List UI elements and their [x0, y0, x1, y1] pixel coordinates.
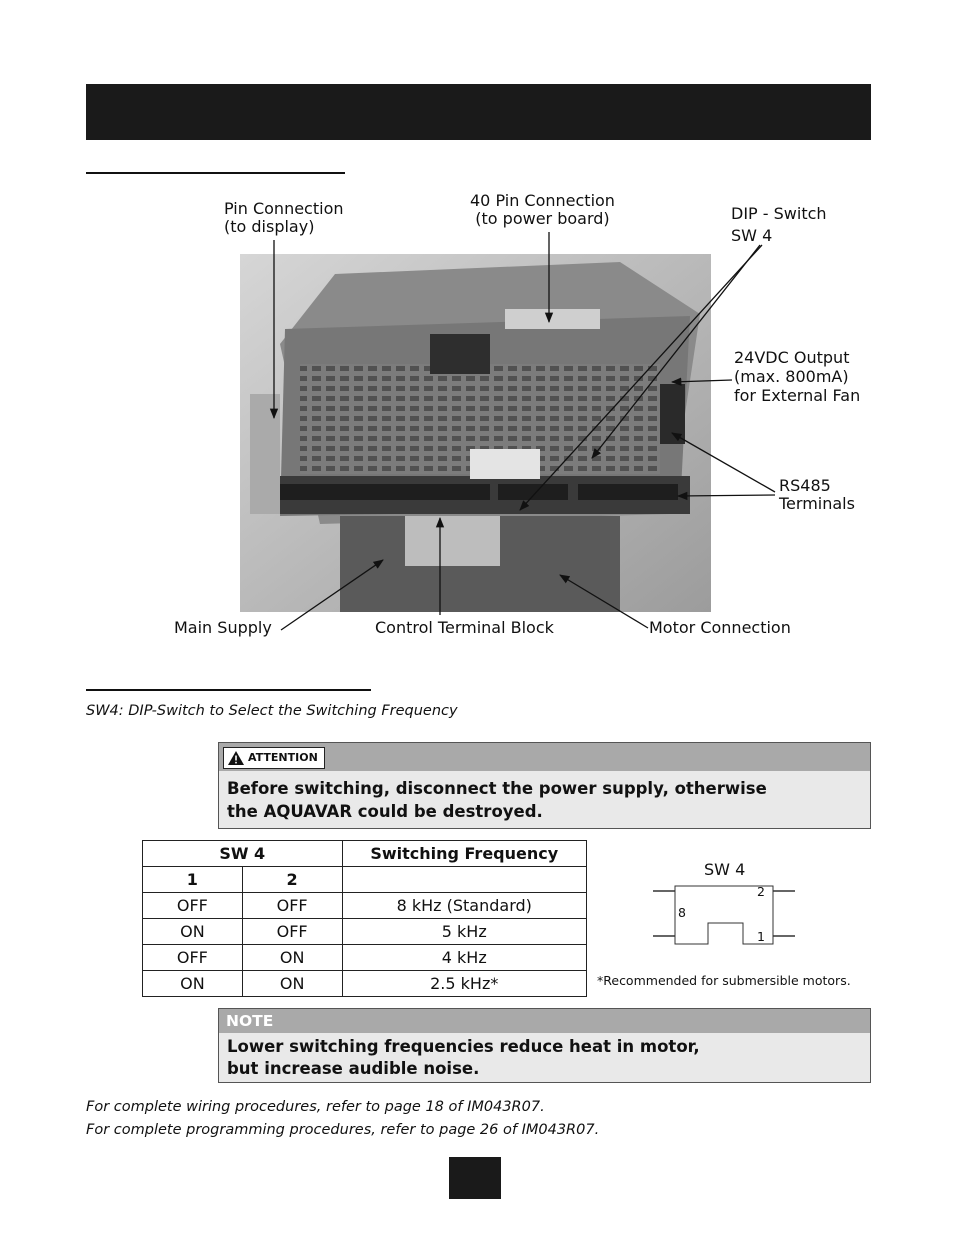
- label-rs485: RS485 Terminals: [779, 476, 855, 513]
- cell-switch-2: OFF: [241, 918, 343, 945]
- sw-pin-2: 2: [757, 884, 765, 899]
- cell-switch-1: OFF: [142, 944, 243, 971]
- table-row: OFF ON 4 kHz: [142, 944, 587, 971]
- cell-switch-1: ON: [142, 918, 243, 945]
- attention-box: ATTENTION Before switching, disconnect t…: [218, 742, 871, 829]
- table-header-row: SW 4 Switching Frequency: [142, 840, 587, 867]
- subheader-switch-1: 1: [142, 866, 243, 893]
- cell-switch-2: ON: [241, 970, 343, 997]
- sw-diagram-title: SW 4: [704, 860, 746, 879]
- header-sw4: SW 4: [142, 840, 343, 867]
- footnote: *Recommended for submersible motors.: [597, 973, 851, 988]
- sw-diagram: [653, 885, 795, 945]
- note-box: NOTE Lower switching frequencies reduce …: [218, 1008, 871, 1083]
- label-pin-display: Pin Connection (to display): [224, 199, 344, 236]
- attention-header: ATTENTION: [219, 743, 870, 771]
- note-header: NOTE: [219, 1009, 870, 1033]
- label-dip-switch: DIP - Switch SW 4: [731, 204, 827, 245]
- sw-pin-1: 1: [757, 929, 765, 944]
- note-heading: NOTE: [226, 1012, 274, 1030]
- cell-switch-1: ON: [142, 970, 243, 997]
- header-bar: [86, 84, 871, 140]
- programming-reference: For complete programming procedures, ref…: [86, 1122, 600, 1138]
- attention-badge: ATTENTION: [223, 747, 325, 769]
- cell-switch-1: OFF: [142, 892, 243, 919]
- header-frequency: Switching Frequency: [341, 840, 587, 867]
- cell-frequency: 2.5 kHz*: [341, 970, 587, 997]
- subheader-empty: [341, 866, 587, 893]
- table-subheader-row: 1 2: [142, 866, 587, 893]
- table-row: OFF OFF 8 kHz (Standard): [142, 892, 587, 919]
- caption: SW4: DIP-Switch to Select the Switching …: [86, 703, 458, 719]
- table-row: ON OFF 5 kHz: [142, 918, 587, 945]
- cell-switch-2: OFF: [241, 892, 343, 919]
- cell-frequency: 8 kHz (Standard): [341, 892, 587, 919]
- label-motor-connection: Motor Connection: [649, 618, 791, 637]
- attention-label: ATTENTION: [248, 751, 318, 764]
- cell-frequency: 4 kHz: [341, 944, 587, 971]
- note-text: Lower switching frequencies reduce heat …: [227, 1037, 700, 1078]
- page-number-block: [449, 1157, 501, 1199]
- section-rule-1: [86, 172, 345, 174]
- sw-pin-8: 8: [678, 905, 686, 920]
- subheader-switch-2: 2: [241, 866, 343, 893]
- switch-frequency-table: SW 4 Switching Frequency 1 2 OFF OFF 8 k…: [142, 840, 587, 997]
- callout-arrows: [269, 232, 776, 631]
- wiring-reference: For complete wiring procedures, refer to…: [86, 1099, 545, 1115]
- label-main-supply: Main Supply: [174, 618, 272, 637]
- section-rule-2: [86, 689, 371, 691]
- warning-icon: [228, 751, 244, 765]
- cell-frequency: 5 kHz: [341, 918, 587, 945]
- label-pin-power: 40 Pin Connection (to power board): [470, 191, 615, 228]
- table-row: ON ON 2.5 kHz*: [142, 970, 587, 997]
- cell-switch-2: ON: [241, 944, 343, 971]
- attention-text: Before switching, disconnect the power s…: [227, 779, 767, 821]
- label-control-terminal: Control Terminal Block: [375, 618, 554, 637]
- label-fan-output: 24VDC Output (max. 800mA) for External F…: [734, 348, 861, 405]
